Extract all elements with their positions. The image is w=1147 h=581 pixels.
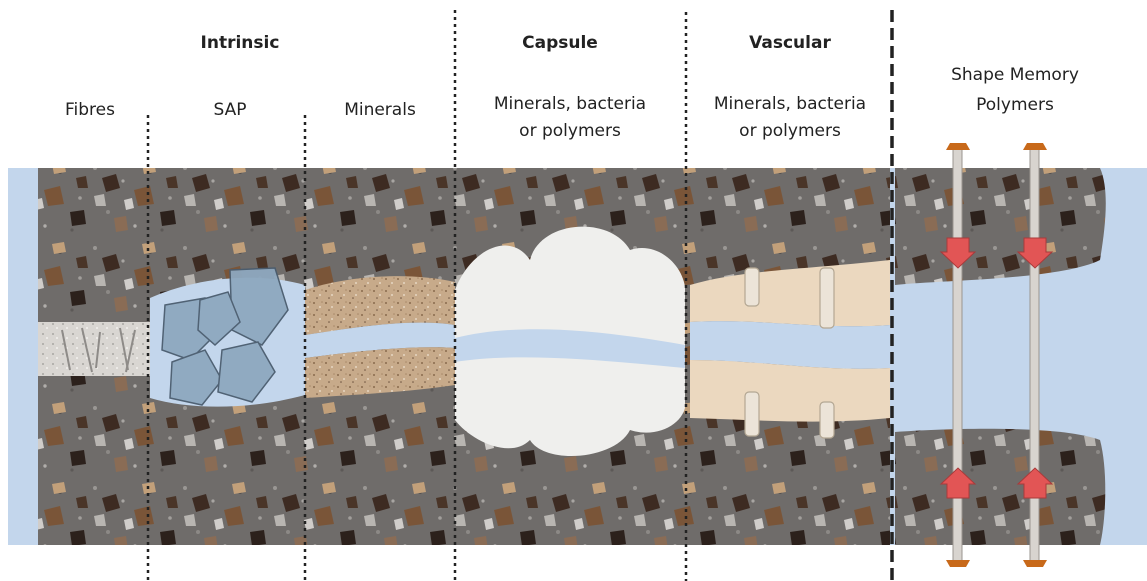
fibre-zone: [38, 322, 150, 376]
concrete-fibres-top: [38, 168, 150, 323]
concrete-smp-top: [895, 168, 1106, 285]
concrete-fibres-bottom: [38, 375, 150, 545]
vascular-healing-bottom: [690, 360, 890, 422]
concrete-smp-bottom: [895, 429, 1105, 545]
